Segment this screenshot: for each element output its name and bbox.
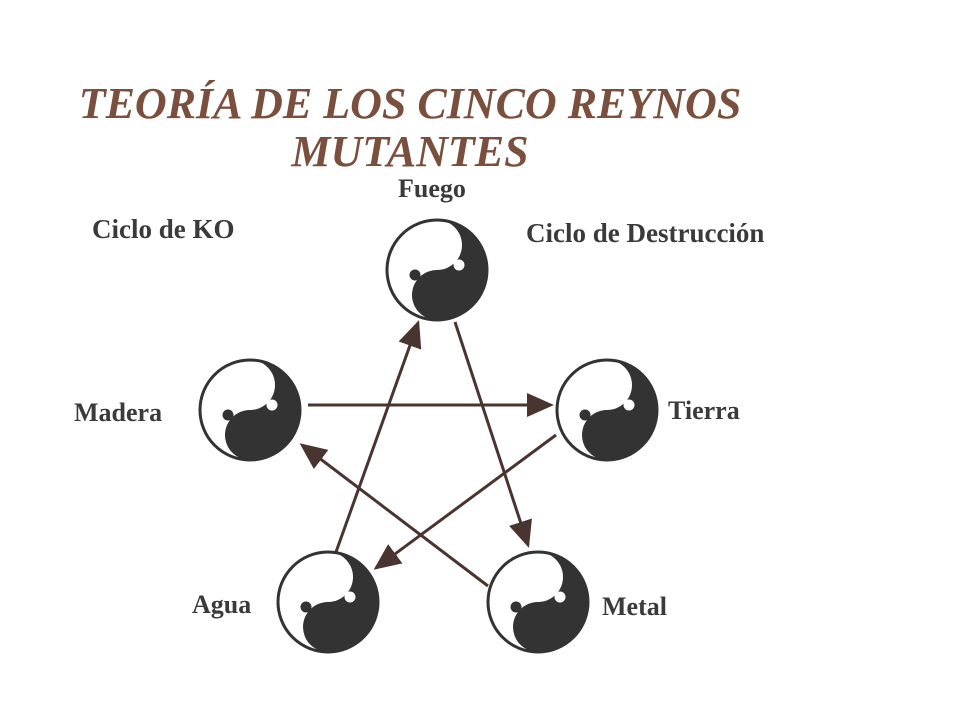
label-agua: Agua <box>192 590 252 619</box>
label-tierra: Tierra <box>668 396 740 425</box>
ko-cycle-label: Ciclo de KO <box>92 214 235 244</box>
arrow-metal-to-madera <box>299 443 489 588</box>
yin-yang-icon-madera <box>198 358 302 462</box>
yin-yang-icon-agua <box>276 550 380 654</box>
label-madera: Madera <box>74 398 163 427</box>
arrow-tierra-to-agua <box>373 433 557 570</box>
label-fuego: Fuego <box>398 174 466 203</box>
diagram-title-line1: TEORÍA DE LOS CINCO REYNOS <box>78 79 742 128</box>
arrow-fuego-to-metal <box>453 321 532 548</box>
arrow-agua-to-fuego <box>334 320 422 553</box>
diagram-title-line2: MUTANTES <box>291 127 529 176</box>
destruction-cycle-label: Ciclo de Destrucción <box>526 218 765 248</box>
label-metal: Metal <box>602 592 667 621</box>
yin-yang-icon-tierra <box>555 358 659 462</box>
yin-yang-icon-metal <box>486 550 590 654</box>
yin-yang-icon-fuego <box>385 218 489 322</box>
